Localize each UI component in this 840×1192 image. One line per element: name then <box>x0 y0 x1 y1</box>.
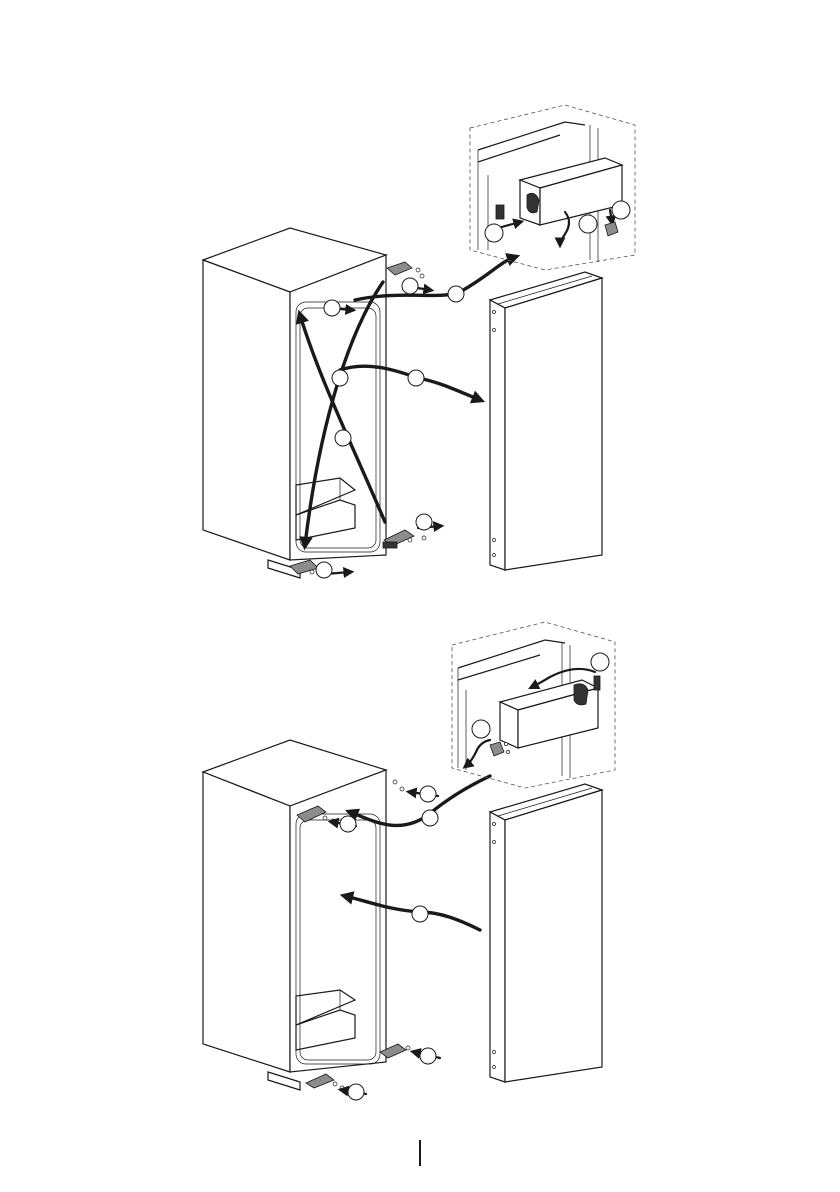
fridge-door-top <box>490 272 602 570</box>
callout-circle <box>612 201 630 219</box>
latch-icon <box>594 676 600 690</box>
callout-circle <box>408 370 424 386</box>
fridge-cabinet-top <box>203 228 386 578</box>
inset-detail-bottom <box>452 622 615 788</box>
callout-circle <box>402 278 418 294</box>
callout-circle <box>448 286 464 302</box>
door-handle-icon <box>527 193 539 212</box>
callout-circle <box>591 653 609 671</box>
callout-circle <box>324 300 340 316</box>
latch-icon <box>496 205 504 219</box>
hinge-top-upper <box>387 262 424 278</box>
fridge-cabinet-bottom <box>203 740 386 1090</box>
callout-circle <box>485 224 503 242</box>
hinge-icon <box>490 742 504 756</box>
callout-circle <box>340 816 356 832</box>
callout-circle <box>420 786 436 802</box>
hinge-icon <box>605 222 618 236</box>
callout-circle <box>412 906 428 922</box>
callout-circle <box>472 720 490 738</box>
hinge-top-lower <box>383 530 426 548</box>
door-handle-icon <box>574 684 588 705</box>
page-number-marker <box>419 1140 421 1166</box>
bottom-panel <box>203 622 615 1100</box>
fridge-door-bottom <box>490 784 602 1082</box>
hinge-bottom-foot <box>306 1074 344 1090</box>
callout-circle <box>348 1084 364 1100</box>
callout-circle <box>420 1048 436 1064</box>
callout-circle <box>422 810 438 826</box>
callout-circle <box>416 514 432 530</box>
callout-circle <box>579 215 597 233</box>
top-panel <box>203 105 635 578</box>
callout-circle <box>335 430 351 446</box>
callout-circle <box>332 370 348 386</box>
inset-detail-top <box>470 105 635 270</box>
callout-circle <box>316 562 332 578</box>
